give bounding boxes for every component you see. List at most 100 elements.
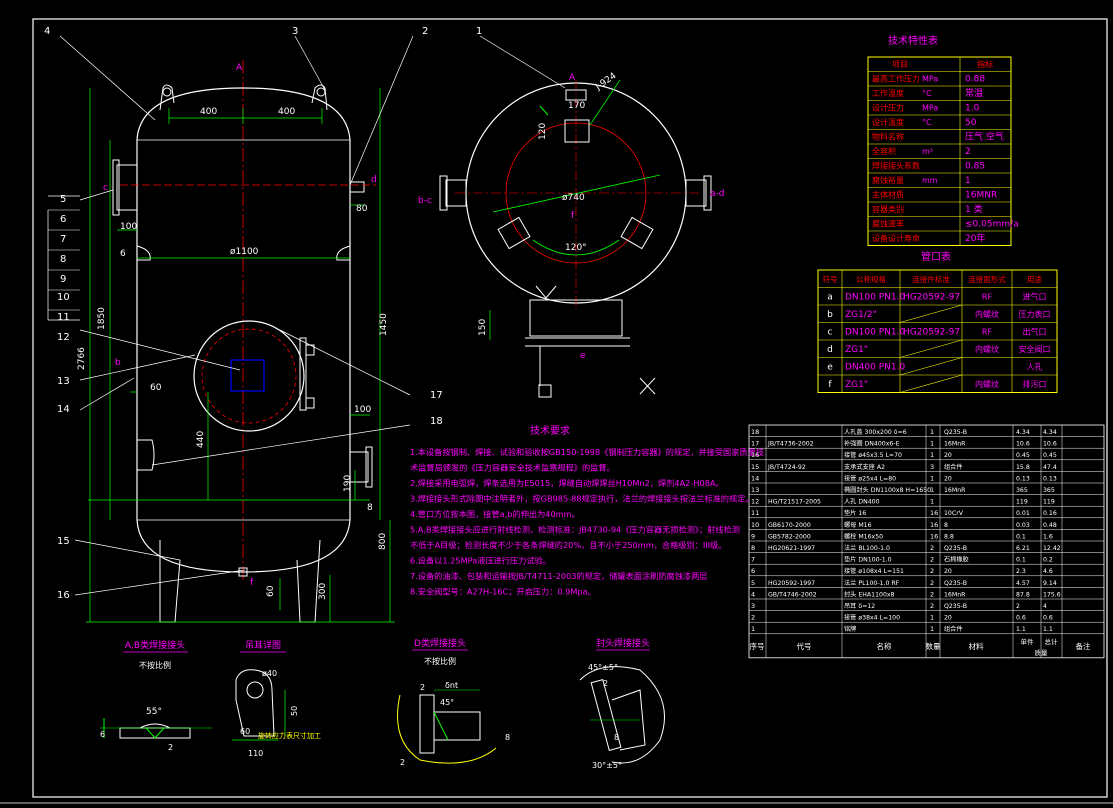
- bom-unit-mass: 0.1: [1016, 557, 1026, 564]
- bom-qty: 1: [930, 440, 934, 448]
- bom-unit-mass: 0.01: [1016, 510, 1030, 517]
- bom-material: Q235-B: [944, 429, 967, 436]
- bom-name: 支承式支座 A2: [844, 463, 885, 471]
- bom-unit-mass: 0.1: [1016, 533, 1026, 540]
- balloon-17: 17: [430, 390, 443, 401]
- nozzle-symbol: e: [827, 363, 833, 373]
- bom-qty: 1: [930, 625, 934, 633]
- bom-qty: 3: [930, 463, 934, 471]
- balloon-10: 10: [57, 292, 70, 303]
- bom-qty: 16: [930, 509, 938, 517]
- nozzle-spec: ZG1/2": [845, 310, 877, 320]
- nozzle-letter-f: f: [250, 578, 254, 588]
- tech-header-item: 项目: [892, 60, 908, 69]
- dim-55: 55°: [146, 707, 162, 717]
- requirement-line: 4.管口方位按本图，接管a,b的伸出为40mm。: [410, 509, 580, 519]
- head-weld-title: 封头焊接接头: [596, 637, 650, 649]
- nozzle-use: 出气口: [1023, 327, 1047, 337]
- bom-unit-mass: 2: [1016, 603, 1020, 610]
- nozzle-symbol: d: [827, 345, 833, 355]
- bom-header: 代号: [797, 641, 812, 651]
- bom-name: 吊耳 δ=12: [844, 603, 875, 610]
- detail-ab-weld: A,B类焊接接头 不按比例 55° 6 2: [100, 639, 212, 752]
- dim-2-head: 2: [603, 679, 608, 688]
- balloon-12: 12: [57, 332, 70, 343]
- bom-material: 16MnR: [944, 487, 966, 494]
- tech-row-label: 工作温度: [872, 88, 904, 98]
- balloon-9: 9: [60, 274, 66, 285]
- bom-material: 组合件: [944, 463, 963, 471]
- bom-material: 20: [944, 452, 952, 459]
- tech-table-title: 技术特性表: [888, 34, 938, 47]
- nozzle-symbol: a: [827, 293, 833, 303]
- detail-ab-title: A,B类焊接接头: [125, 639, 185, 651]
- bom-material: 8.8: [944, 533, 954, 540]
- dim-2766: 2766: [77, 347, 87, 370]
- dim-80: 80: [356, 204, 368, 214]
- tech-row-label: 物料名称: [872, 132, 904, 142]
- tech-row-unit: MPa: [922, 75, 938, 84]
- nozzle-letter-d: d: [371, 175, 377, 185]
- dim-300: 300: [318, 583, 328, 600]
- label-e: e: [580, 351, 586, 361]
- nozzle-spec: ZG1": [845, 380, 868, 390]
- bom-material: 石棉橡胶: [944, 556, 969, 564]
- dim-100b: 100: [354, 405, 371, 415]
- bom-qty: 2: [930, 544, 934, 552]
- balloon-5: 5: [60, 194, 66, 205]
- bom-name: 封头 EHA1100x8: [844, 590, 895, 598]
- dim-1100: ø1100: [230, 247, 259, 257]
- bom-qty: 1: [930, 428, 934, 436]
- bom-unit-mass: 0.45: [1016, 452, 1030, 459]
- balloon-15: 15: [57, 536, 70, 547]
- bom-total-mass: 4: [1043, 603, 1047, 610]
- bom-material: Q235-B: [944, 545, 967, 552]
- bom-unit-mass: 87.8: [1016, 591, 1030, 598]
- bom-no: 10: [751, 521, 759, 529]
- requirement-line: 不低于A目级；检测长度不少于各条焊缝的20%，且不小于250mm，合格级别：II…: [410, 540, 726, 550]
- balloon-18: 18: [430, 416, 443, 427]
- dim-8-head: 8: [614, 733, 619, 742]
- dim-440: 440: [196, 431, 206, 448]
- bom-total-mass: 0.2: [1043, 557, 1053, 564]
- tech-row-unit: MPa: [922, 104, 938, 113]
- top-view: 170 120 ø740 120° 150 A b-c a-d e f J-92…: [418, 71, 724, 398]
- dim-2-d: 2: [420, 683, 425, 692]
- bom-total-mass: 175.6: [1043, 591, 1061, 598]
- bom-name: 法兰 PL100-1.0 RF: [844, 579, 900, 587]
- technical-requirements: 技术要求 1.本设备按钢制、焊接、试验和验收按GB150-1998《钢制压力容器…: [410, 424, 764, 597]
- bom-total-mass: 10.6: [1043, 441, 1057, 448]
- dim-60b: 60: [266, 585, 276, 597]
- bom-material: 20: [944, 615, 952, 622]
- dim-1450: 1450: [379, 313, 389, 336]
- bom-name: 接管 ø25x4 L=80: [844, 474, 896, 482]
- bom-no: 5: [751, 579, 755, 587]
- requirement-line: 7.设备的油漆、包装和运输按JB/T4711-2003的规定，储罐表面涂刷防腐蚀…: [410, 571, 707, 581]
- tech-row-label: 最高工作压力: [872, 74, 920, 84]
- tech-header-value: 指标: [977, 59, 993, 69]
- nozzle-spec: DN100 PN1.0: [845, 328, 905, 338]
- requirement-line: 3.焊接接头形式除图中注明者外，按GB985-88规定执行，法兰的焊接接头按法兰…: [410, 494, 754, 504]
- bom-qty: 16: [930, 532, 938, 540]
- dim-30-5: 30°±5°: [592, 761, 622, 770]
- bom-unit-mass: 4.57: [1016, 580, 1030, 587]
- tech-row-unit: m³: [922, 147, 933, 156]
- bom-code: JB/T4736-2002: [767, 441, 814, 448]
- bom-name: 人孔 DN400: [844, 498, 880, 506]
- bom-name: 椭圆封头 DN1100x8 H=1650: [844, 486, 931, 494]
- balloon-14: 14: [57, 404, 70, 415]
- detail-d-title: D类焊接接头: [414, 637, 466, 649]
- bom-total-mass: 0.6: [1043, 615, 1053, 622]
- bom-qty: 2: [930, 567, 934, 575]
- bom-qty: 2: [930, 590, 934, 598]
- front-view: A: [77, 60, 395, 623]
- bom-qty: 1: [930, 486, 934, 494]
- nozzle-standard: HG20592-97: [903, 293, 960, 303]
- tech-row-label: 腐蚀裕量: [872, 175, 904, 185]
- dim-8-d: 8: [505, 733, 510, 742]
- tech-row-value: 压气 空气: [965, 131, 1004, 143]
- bom-name: 垫片 16: [844, 509, 866, 517]
- requirement-line: 5.A,B类焊接接头应进行射线检测，检测标准：JB4730-94《压力容器无损检…: [410, 525, 740, 535]
- bom-total-mass: 4.6: [1043, 568, 1053, 575]
